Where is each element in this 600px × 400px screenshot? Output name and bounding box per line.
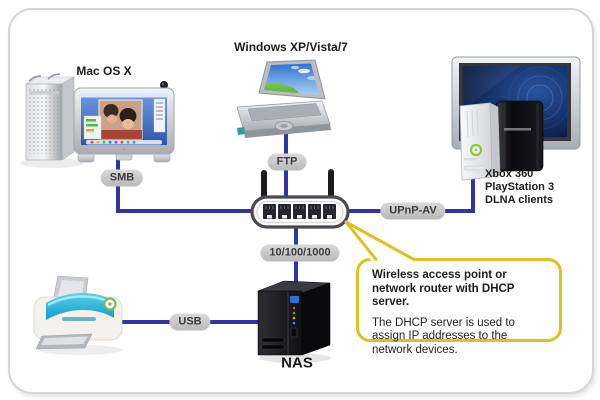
mac-tower-icon <box>20 73 84 168</box>
usb-badge: USB <box>169 313 211 331</box>
nas-icon <box>257 280 331 363</box>
ftp-badge: FTP <box>267 153 307 171</box>
printer-icon <box>33 275 123 355</box>
antenna-left-icon <box>261 170 267 202</box>
callout-body: The DHCP server is used to assign IP add… <box>372 316 515 356</box>
webcam-icon <box>160 81 168 89</box>
ethernet-ports <box>263 204 336 219</box>
nas-lcd <box>290 296 299 303</box>
mac-monitor-icon <box>73 81 175 163</box>
ethernet-speed-badge: 10/100/1000 <box>260 244 340 262</box>
antenna-right-icon <box>328 169 334 202</box>
smb-badge: SMB <box>100 169 144 187</box>
media-clients-line-2: PlayStation 3 <box>485 181 555 193</box>
upnp-av-badge: UPnP-AV <box>380 202 446 220</box>
xbox-icon <box>459 102 501 181</box>
callout-title: Wireless access point or network router … <box>372 269 515 308</box>
router-callout: Wireless access point or network router … <box>356 258 562 356</box>
router-icon <box>250 169 350 229</box>
windows-label: Windows XP/Vista/7 <box>234 40 348 54</box>
laptop-icon <box>236 59 331 138</box>
ps3-icon <box>495 100 544 172</box>
mac-label: Mac OS X <box>76 64 132 78</box>
media-clients-label: Xbox 360 PlayStation 3 DLNA clients <box>485 168 554 207</box>
nas-label: NAS <box>281 354 313 372</box>
media-clients-line-3: DLNA clients <box>485 194 554 206</box>
media-clients-line-1: Xbox 360 <box>485 168 534 180</box>
